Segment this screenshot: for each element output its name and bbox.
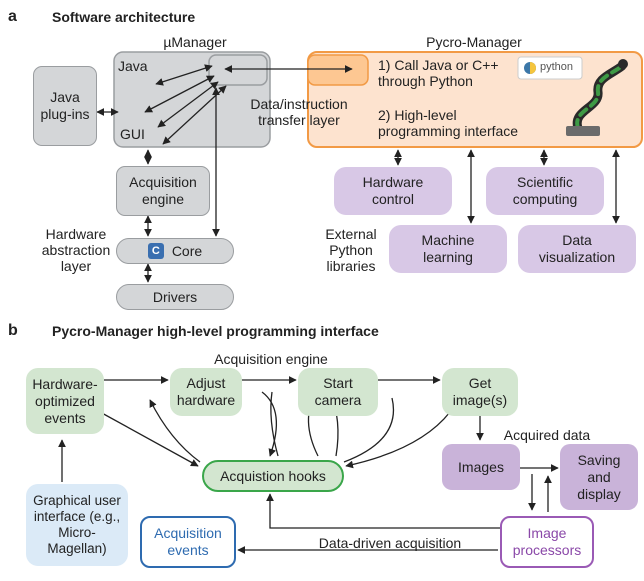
acquisition-events-box: Acquisition events bbox=[140, 516, 236, 568]
hardware-control-box: Hardware control bbox=[334, 167, 452, 215]
drivers-box: Drivers bbox=[116, 284, 234, 310]
java-plugins-box: Java plug-ins bbox=[33, 66, 97, 146]
data-driven-label: Data-driven acquisition bbox=[318, 535, 462, 551]
transfer-layer-label: Data/instruction transfer layer bbox=[250, 96, 348, 128]
machine-learning-box: Machine learning bbox=[389, 225, 507, 273]
hw-optimized-events-box: Hardware-optimized events bbox=[26, 368, 104, 434]
pm-item2: 2) High-level programming interface bbox=[378, 107, 519, 139]
acquisition-engine-box: Acquisition engine bbox=[116, 166, 210, 216]
umanager-label: µManager bbox=[163, 34, 227, 50]
panel-b-letter: b bbox=[8, 322, 18, 339]
robot-arm-icon bbox=[566, 59, 628, 136]
scientific-computing-box: Scientific computing bbox=[486, 167, 604, 215]
core-box: C Core bbox=[116, 238, 234, 264]
java-label: Java bbox=[118, 58, 148, 74]
hal-label: Hardware abstraction layer bbox=[41, 226, 111, 274]
acquisition-hooks-box: Acquistion hooks bbox=[202, 460, 344, 492]
transfer-box-left bbox=[208, 54, 268, 86]
core-label: Core bbox=[171, 242, 203, 259]
acq-engine-label: Acquisition engine bbox=[214, 351, 328, 367]
data-visualization-box: Data visualization bbox=[518, 225, 636, 273]
get-images-box: Get image(s) bbox=[442, 368, 518, 416]
start-camera-box: Start camera bbox=[298, 368, 378, 416]
c-logo-icon: C bbox=[147, 243, 164, 259]
acquired-data-label: Acquired data bbox=[503, 427, 591, 443]
external-libs-label: External Python libraries bbox=[325, 226, 377, 274]
panel-b-title: Pycro-Manager high-level programming int… bbox=[52, 323, 379, 339]
adjust-hardware-box: Adjust hardware bbox=[170, 368, 242, 416]
gui-label: GUI bbox=[120, 126, 145, 142]
panel-a-letter: a bbox=[8, 8, 17, 25]
pm-item1: 1) Call Java or C++ through Python bbox=[378, 57, 499, 89]
python-badge-label: python bbox=[540, 61, 574, 73]
python-logo-icon bbox=[517, 56, 583, 80]
transfer-box-right bbox=[307, 54, 369, 86]
panel-a-title: Software architecture bbox=[52, 9, 196, 25]
image-processors-box: Image processors bbox=[500, 516, 594, 568]
pycro-manager-label: Pycro-Manager bbox=[426, 34, 522, 50]
gui-box: Graphical user interface (e.g., Micro-Ma… bbox=[26, 484, 128, 566]
saving-display-box: Saving and display bbox=[560, 444, 638, 510]
images-box: Images bbox=[442, 444, 520, 490]
